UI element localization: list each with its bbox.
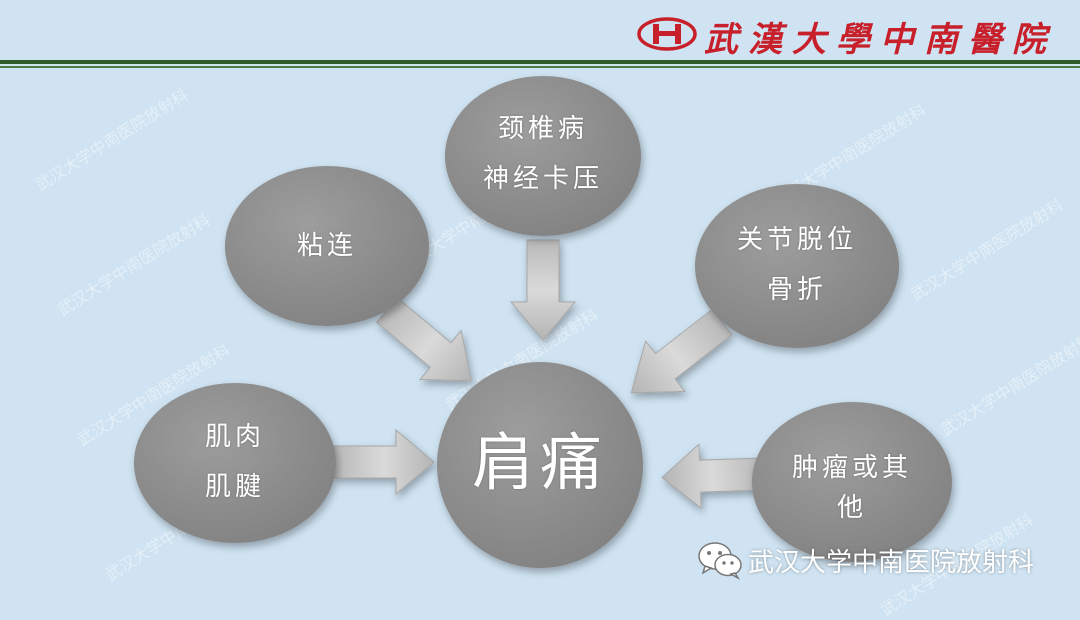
node-joint [695,184,899,348]
hospital-logo-icon [637,17,697,51]
hospital-name-title: 武漢大學中南醫院 [704,20,1056,60]
node-label-muscle: 肌肉 肌腱 [204,422,265,502]
footer-account-name: 武汉大学中南医院放射科 [748,548,1035,578]
node-label-adhesion: 粘连 [296,231,357,261]
node-neck [445,76,641,236]
arrow-from-adhesion [376,297,472,382]
header-divider [0,60,1080,64]
arrow-from-muscle [333,428,435,496]
arrow-from-neck [509,239,577,341]
node-label-center: 肩痛 [471,426,608,499]
node-center [437,362,643,568]
node-label-tumor: 肿瘤或其 他 [791,453,912,523]
node-muscle [134,383,336,543]
node-adhesion [225,166,429,326]
header-divider-thin [0,66,1080,68]
node-label-joint: 关节脱位 骨折 [736,225,857,305]
node-label-neck: 颈椎病 神经卡压 [482,114,603,194]
arrow-from-joint [630,308,733,394]
node-tumor [752,402,952,562]
arrow-from-tumor [661,443,764,510]
wechat-icon [698,542,742,580]
